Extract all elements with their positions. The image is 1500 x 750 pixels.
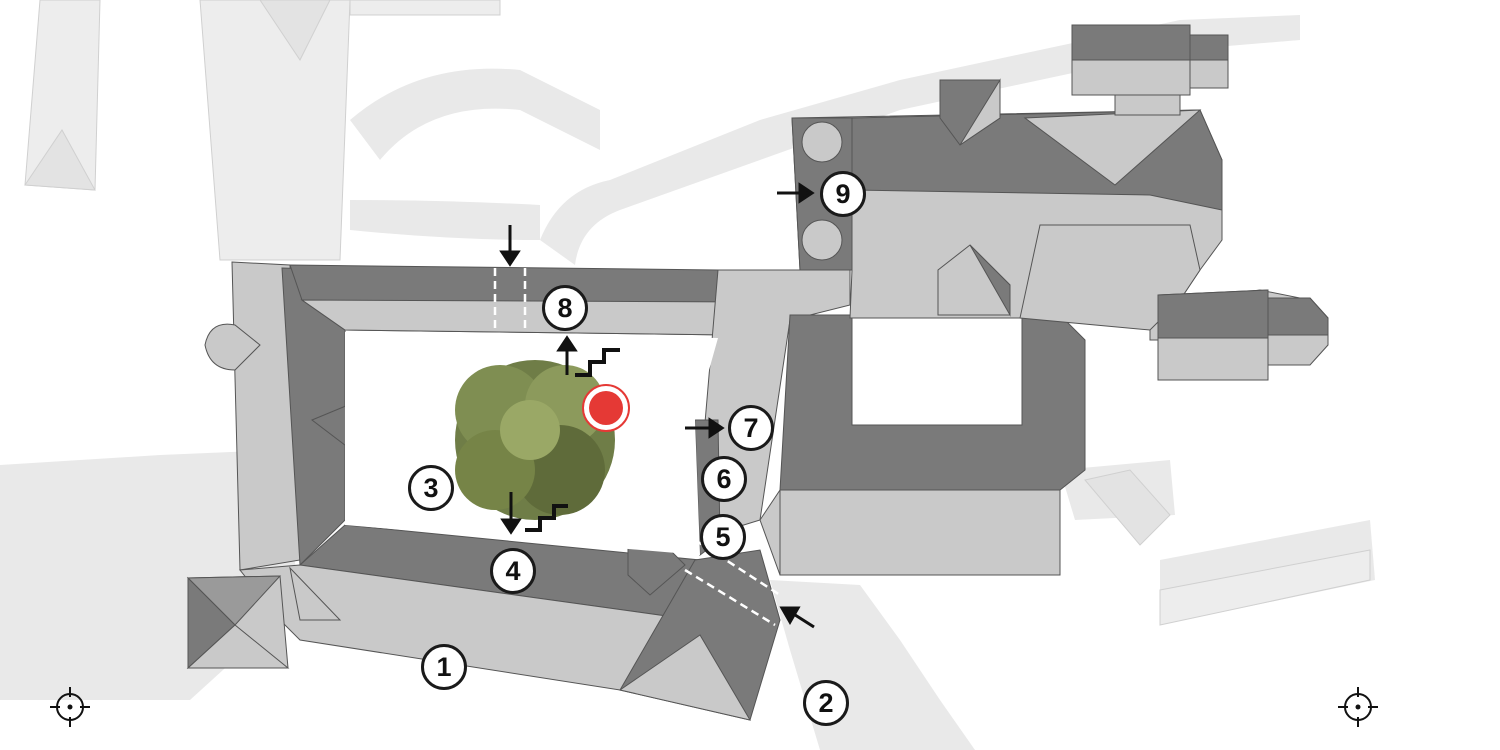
arrow-icon	[499, 182, 815, 629]
castle-buildings	[186, 24, 1329, 721]
marker-4[interactable]: 4	[490, 548, 536, 594]
marker-6[interactable]: 6	[701, 456, 747, 502]
crosshair-icon	[1338, 687, 1378, 727]
marker-7[interactable]: 7	[728, 405, 774, 451]
current-location-marker	[582, 384, 630, 432]
marker-8[interactable]: 8	[542, 285, 588, 331]
marker-1[interactable]: 1	[421, 644, 467, 690]
marker-2[interactable]: 2	[803, 680, 849, 726]
marker-3[interactable]: 3	[408, 465, 454, 511]
stairs-icon	[525, 348, 620, 532]
marker-9[interactable]: 9	[820, 171, 866, 217]
red-dot-icon	[582, 384, 630, 432]
tree-icon	[455, 360, 615, 520]
marker-5[interactable]: 5	[700, 514, 746, 560]
crosshair-icon-right[interactable]	[1336, 685, 1380, 729]
faded-buildings	[24, 0, 1371, 626]
crosshair-icon	[50, 687, 90, 727]
crosshair-icon-left[interactable]	[48, 685, 92, 729]
